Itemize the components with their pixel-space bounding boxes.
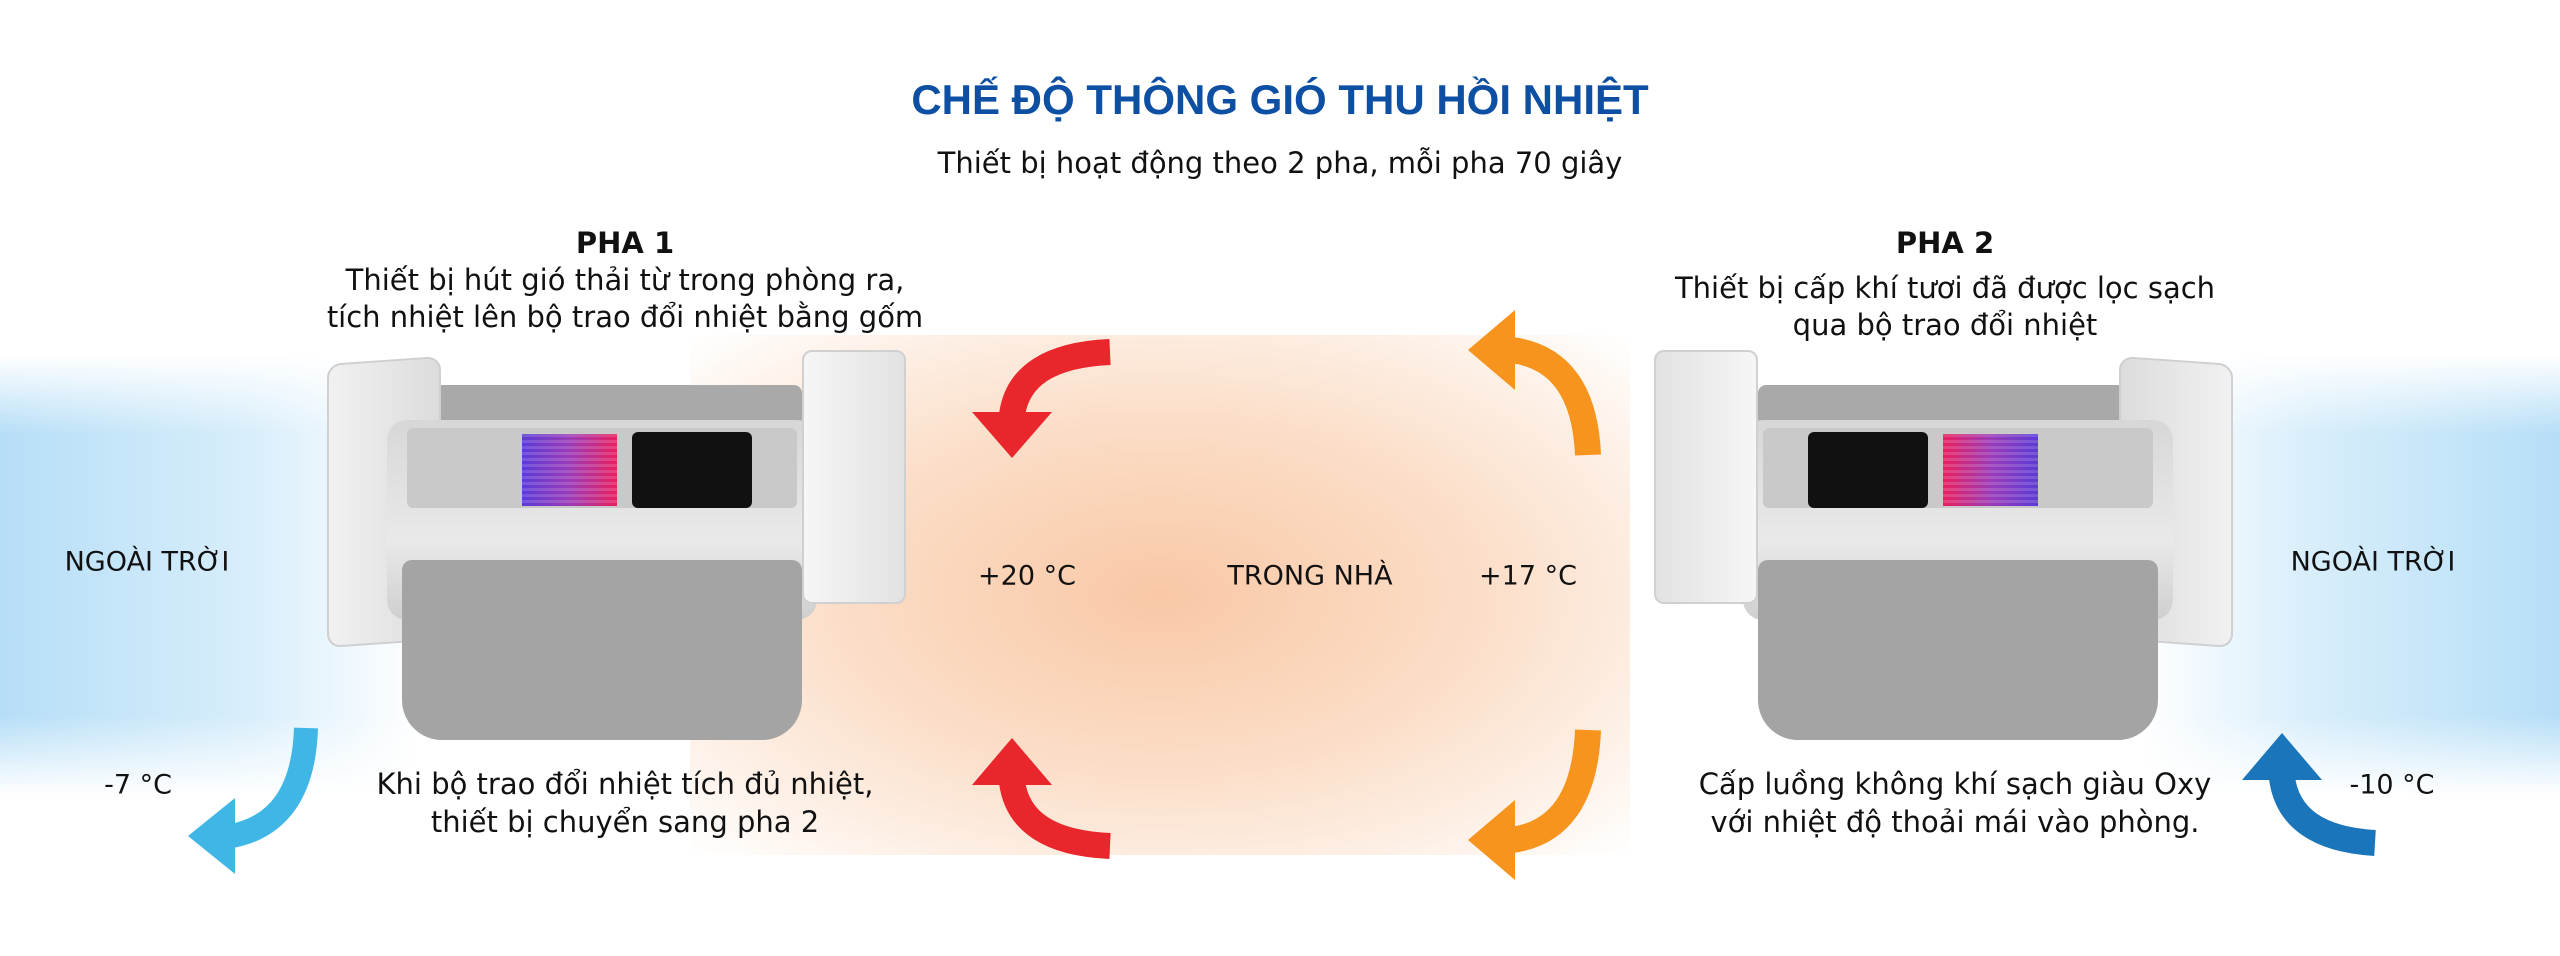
warm-arrow-top-icon [972,339,1111,458]
ceramic-heat-exchanger [522,434,617,506]
phase1-line2: tích nhiệt lên bộ trao đổi nhiệt bằng gố… [326,300,924,334]
outdoor-temp-phase2: -10 °C [2349,769,2435,801]
supply-arrow-bottom-icon [1468,729,1601,880]
device-insulation [402,560,802,740]
supply-arrow-top-icon [1468,310,1601,456]
outdoor-temp-phase1: -7 °C [104,769,172,801]
indoor-temp-phase2: +17 °C [1479,560,1577,592]
indoor-temp-phase1: +20 °C [978,560,1076,592]
device-indoor-panel [802,350,906,604]
phase2-line2: qua bộ trao đổi nhiệt [1792,308,2098,342]
device-fan-motor [632,432,752,508]
outdoor-label-left: NGOÀI TRỜI [64,546,230,578]
fresh-intake-arrow-icon [2242,733,2376,856]
phase2-title: PHA 2 [1895,226,1995,260]
phase2-caption-line1: Cấp luồng không khí sạch giàu Oxy [1698,767,2212,801]
outdoor-label-right: NGOÀI TRỜI [2290,546,2456,578]
phase1-caption-line2: thiết bị chuyển sang pha 2 [430,805,820,839]
phase1-caption: Khi bộ trao đổi nhiệt tích đủ nhiệt, thi… [300,765,950,841]
phase1-caption-line1: Khi bộ trao đổi nhiệt tích đủ nhiệt, [376,767,874,801]
ventilator-device-phase1 [327,350,917,740]
phase2-line1: Thiết bị cấp khí tươi đã được lọc sạch [1674,271,2216,305]
page-title: CHẾ ĐỘ THÔNG GIÓ THU HỒI NHIỆT [911,76,1649,123]
phase1-line1: Thiết bị hút gió thải từ trong phòng ra, [345,263,905,297]
page-subtitle: Thiết bị hoạt động theo 2 pha, mỗi pha 7… [937,146,1623,180]
phase2-description: PHA 2 Thiết bị cấp khí tươi đã được lọc … [1580,225,2310,344]
exhaust-out-arrow-icon [188,727,318,874]
warm-arrow-bottom-icon [972,738,1111,859]
phase1-title: PHA 1 [575,226,675,260]
phase2-caption: Cấp luồng không khí sạch giàu Oxy với nh… [1630,765,2280,841]
indoor-label: TRONG NHÀ [1227,560,1393,592]
phase2-caption-line2: với nhiệt độ thoải mái vào phòng. [1710,805,2200,839]
phase1-description: PHA 1 Thiết bị hút gió thải từ trong phò… [260,225,990,336]
